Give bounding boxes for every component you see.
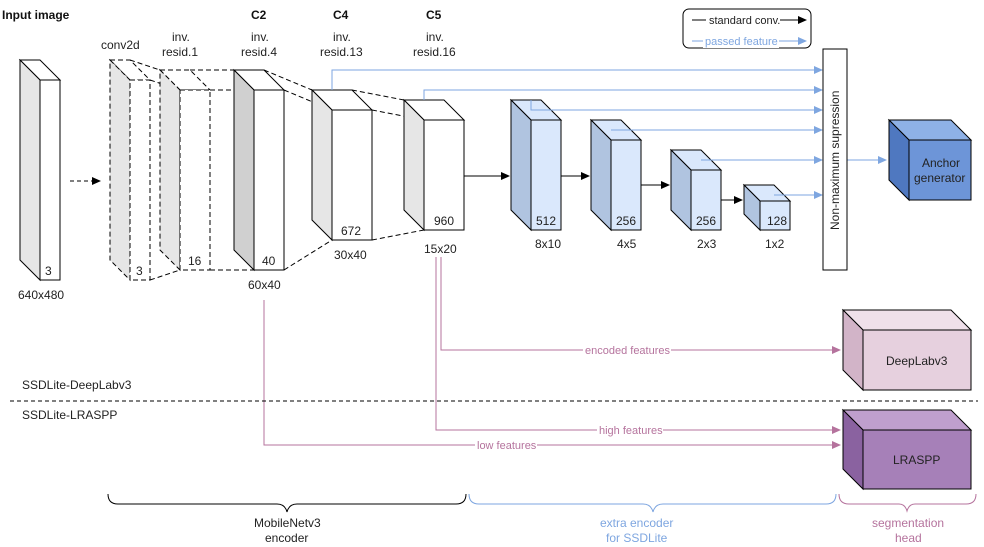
resid1-block	[158, 68, 212, 272]
resid4-size: 60x40	[248, 278, 281, 292]
deeplab-label: DeepLabv3	[886, 354, 948, 368]
resid13-label-1: inv.	[333, 30, 351, 44]
resid16-channels: 960	[434, 214, 454, 228]
resid4-channels: 40	[262, 254, 276, 268]
anchor-generator-box	[887, 118, 973, 202]
resid16-label-2: resid.16	[413, 45, 456, 59]
encoded-features-arrow	[440, 257, 841, 354]
passed-feature-c5	[423, 86, 823, 100]
low-features-arrow	[263, 300, 841, 449]
segmentation-arrows	[263, 257, 841, 449]
high-features-arrow	[435, 257, 841, 434]
resid16-size: 15x20	[424, 242, 457, 256]
resid1-channels: 16	[188, 254, 202, 268]
input-channels: 3	[45, 264, 52, 278]
input-size: 640x480	[18, 288, 64, 302]
input-title: Input image	[2, 8, 70, 22]
extra3-size: 2x3	[697, 237, 717, 251]
encoder-label-2: encoder	[265, 531, 308, 545]
c2-label: C2	[251, 8, 267, 22]
extra1-channels: 512	[536, 214, 556, 228]
conv2d-channels: 3	[136, 264, 143, 278]
extra4-size: 1x2	[765, 237, 785, 251]
anchor-label-1: Anchor	[922, 156, 960, 170]
extra-encoder-brace	[468, 493, 837, 513]
encoded-features-label: encoded features	[585, 345, 671, 357]
deeplab-head-box	[841, 308, 973, 392]
anchor-label-2: generator	[914, 171, 965, 185]
lraspp-label: LRASPP	[893, 453, 940, 467]
lraspp-head-box	[841, 408, 973, 491]
extra-block-2	[589, 118, 643, 232]
resid13-block	[310, 88, 374, 242]
legend-passed-label: passed feature	[705, 36, 778, 48]
resid13-channels: 672	[341, 224, 361, 238]
variant-top-label: SSDLite-DeepLabv3	[22, 378, 132, 392]
extra-block-4	[742, 183, 792, 232]
passed-feature-extra1	[530, 100, 823, 114]
c5-label: C5	[426, 8, 442, 22]
encoder-brace	[107, 493, 467, 513]
resid16-block	[402, 98, 466, 232]
resid1-label-1: inv.	[172, 30, 190, 44]
high-features-label: high features	[599, 425, 663, 437]
extra2-channels: 256	[616, 214, 636, 228]
input-image-block	[18, 58, 62, 282]
variant-bottom-label: SSDLite-LRASPP	[22, 408, 117, 422]
resid4-block	[232, 68, 286, 272]
seg-head-label-1: segmentation	[872, 516, 944, 530]
extra-encoder-label-1: extra encoder	[600, 516, 673, 530]
legend-standard-label: standard conv.	[709, 15, 780, 27]
seg-head-label-2: head	[895, 531, 922, 545]
conv2d-block	[108, 58, 152, 282]
nms-box	[822, 48, 848, 271]
low-features-label: low features	[477, 440, 537, 452]
passed-feature-arrows	[331, 66, 887, 199]
extra-block-3	[669, 148, 723, 232]
resid13-size: 30x40	[334, 248, 367, 262]
resid13-label-2: resid.13	[320, 45, 363, 59]
extra2-size: 4x5	[617, 237, 637, 251]
encoder-label-1: MobileNetv3	[254, 516, 321, 530]
resid16-label-1: inv.	[426, 30, 444, 44]
extra3-channels: 256	[696, 214, 716, 228]
resid4-label-2: resid.4	[241, 45, 277, 59]
conv2d-label: conv2d	[101, 38, 140, 52]
resid4-label-1: inv.	[251, 30, 269, 44]
extra1-size: 8x10	[535, 237, 561, 251]
extra-encoder-label-2: for SSDLite	[606, 531, 668, 545]
extra-block-1	[509, 98, 563, 232]
c4-label: C4	[333, 8, 349, 22]
nms-label: Non-maximum supression	[828, 91, 842, 230]
segmentation-head-brace	[838, 493, 977, 513]
passed-feature-c4	[331, 66, 823, 90]
extra4-channels: 128	[767, 214, 787, 228]
resid1-label-2: resid.1	[162, 45, 198, 59]
